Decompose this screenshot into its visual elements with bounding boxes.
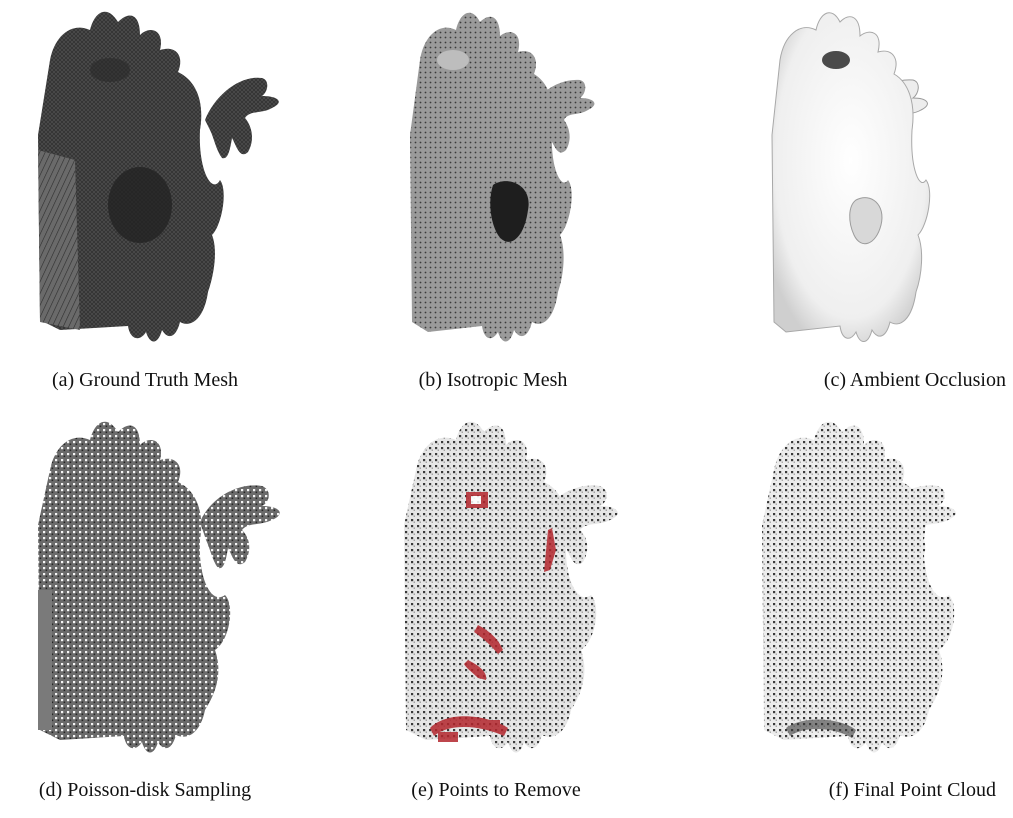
- panel-poisson-disk-sampling: (d) Poisson-disk Sampling: [0, 410, 338, 818]
- gargoyle-silhouette: [772, 13, 930, 342]
- caption-f: (f) Final Point Cloud: [676, 778, 996, 802]
- caption-a: (a) Ground Truth Mesh: [0, 368, 290, 392]
- caption-c: (c) Ambient Occlusion: [676, 368, 1006, 392]
- caption-b: (b) Isotropic Mesh: [338, 368, 648, 392]
- gargoyle-ground-truth-mesh-image: [0, 0, 338, 360]
- gargoyle-silhouette: [38, 12, 279, 342]
- gargoyle-silhouette: [404, 422, 618, 753]
- gargoyle-poisson-disk-points-image: [0, 410, 338, 775]
- gargoyle-silhouette: [410, 13, 594, 342]
- panel-isotropic-mesh: (b) Isotropic Mesh: [338, 0, 676, 400]
- panel-ground-truth-mesh: (a) Ground Truth Mesh: [0, 0, 338, 400]
- panel-points-to-remove: (e) Points to Remove: [338, 410, 676, 818]
- panel-ambient-occlusion: (c) Ambient Occlusion: [676, 0, 1013, 400]
- gargoyle-isotropic-mesh-image: [338, 0, 676, 360]
- gargoyle-final-point-cloud-image: [676, 410, 1013, 775]
- gargoyle-ambient-occlusion-image: [676, 0, 1013, 360]
- panel-final-point-cloud: (f) Final Point Cloud: [676, 410, 1013, 818]
- gargoyle-silhouette: [762, 422, 956, 753]
- gargoyle-points-to-remove-image: [338, 410, 676, 775]
- gargoyle-silhouette: [38, 422, 280, 753]
- caption-e: (e) Points to Remove: [338, 778, 654, 802]
- caption-d: (d) Poisson-disk Sampling: [0, 778, 290, 802]
